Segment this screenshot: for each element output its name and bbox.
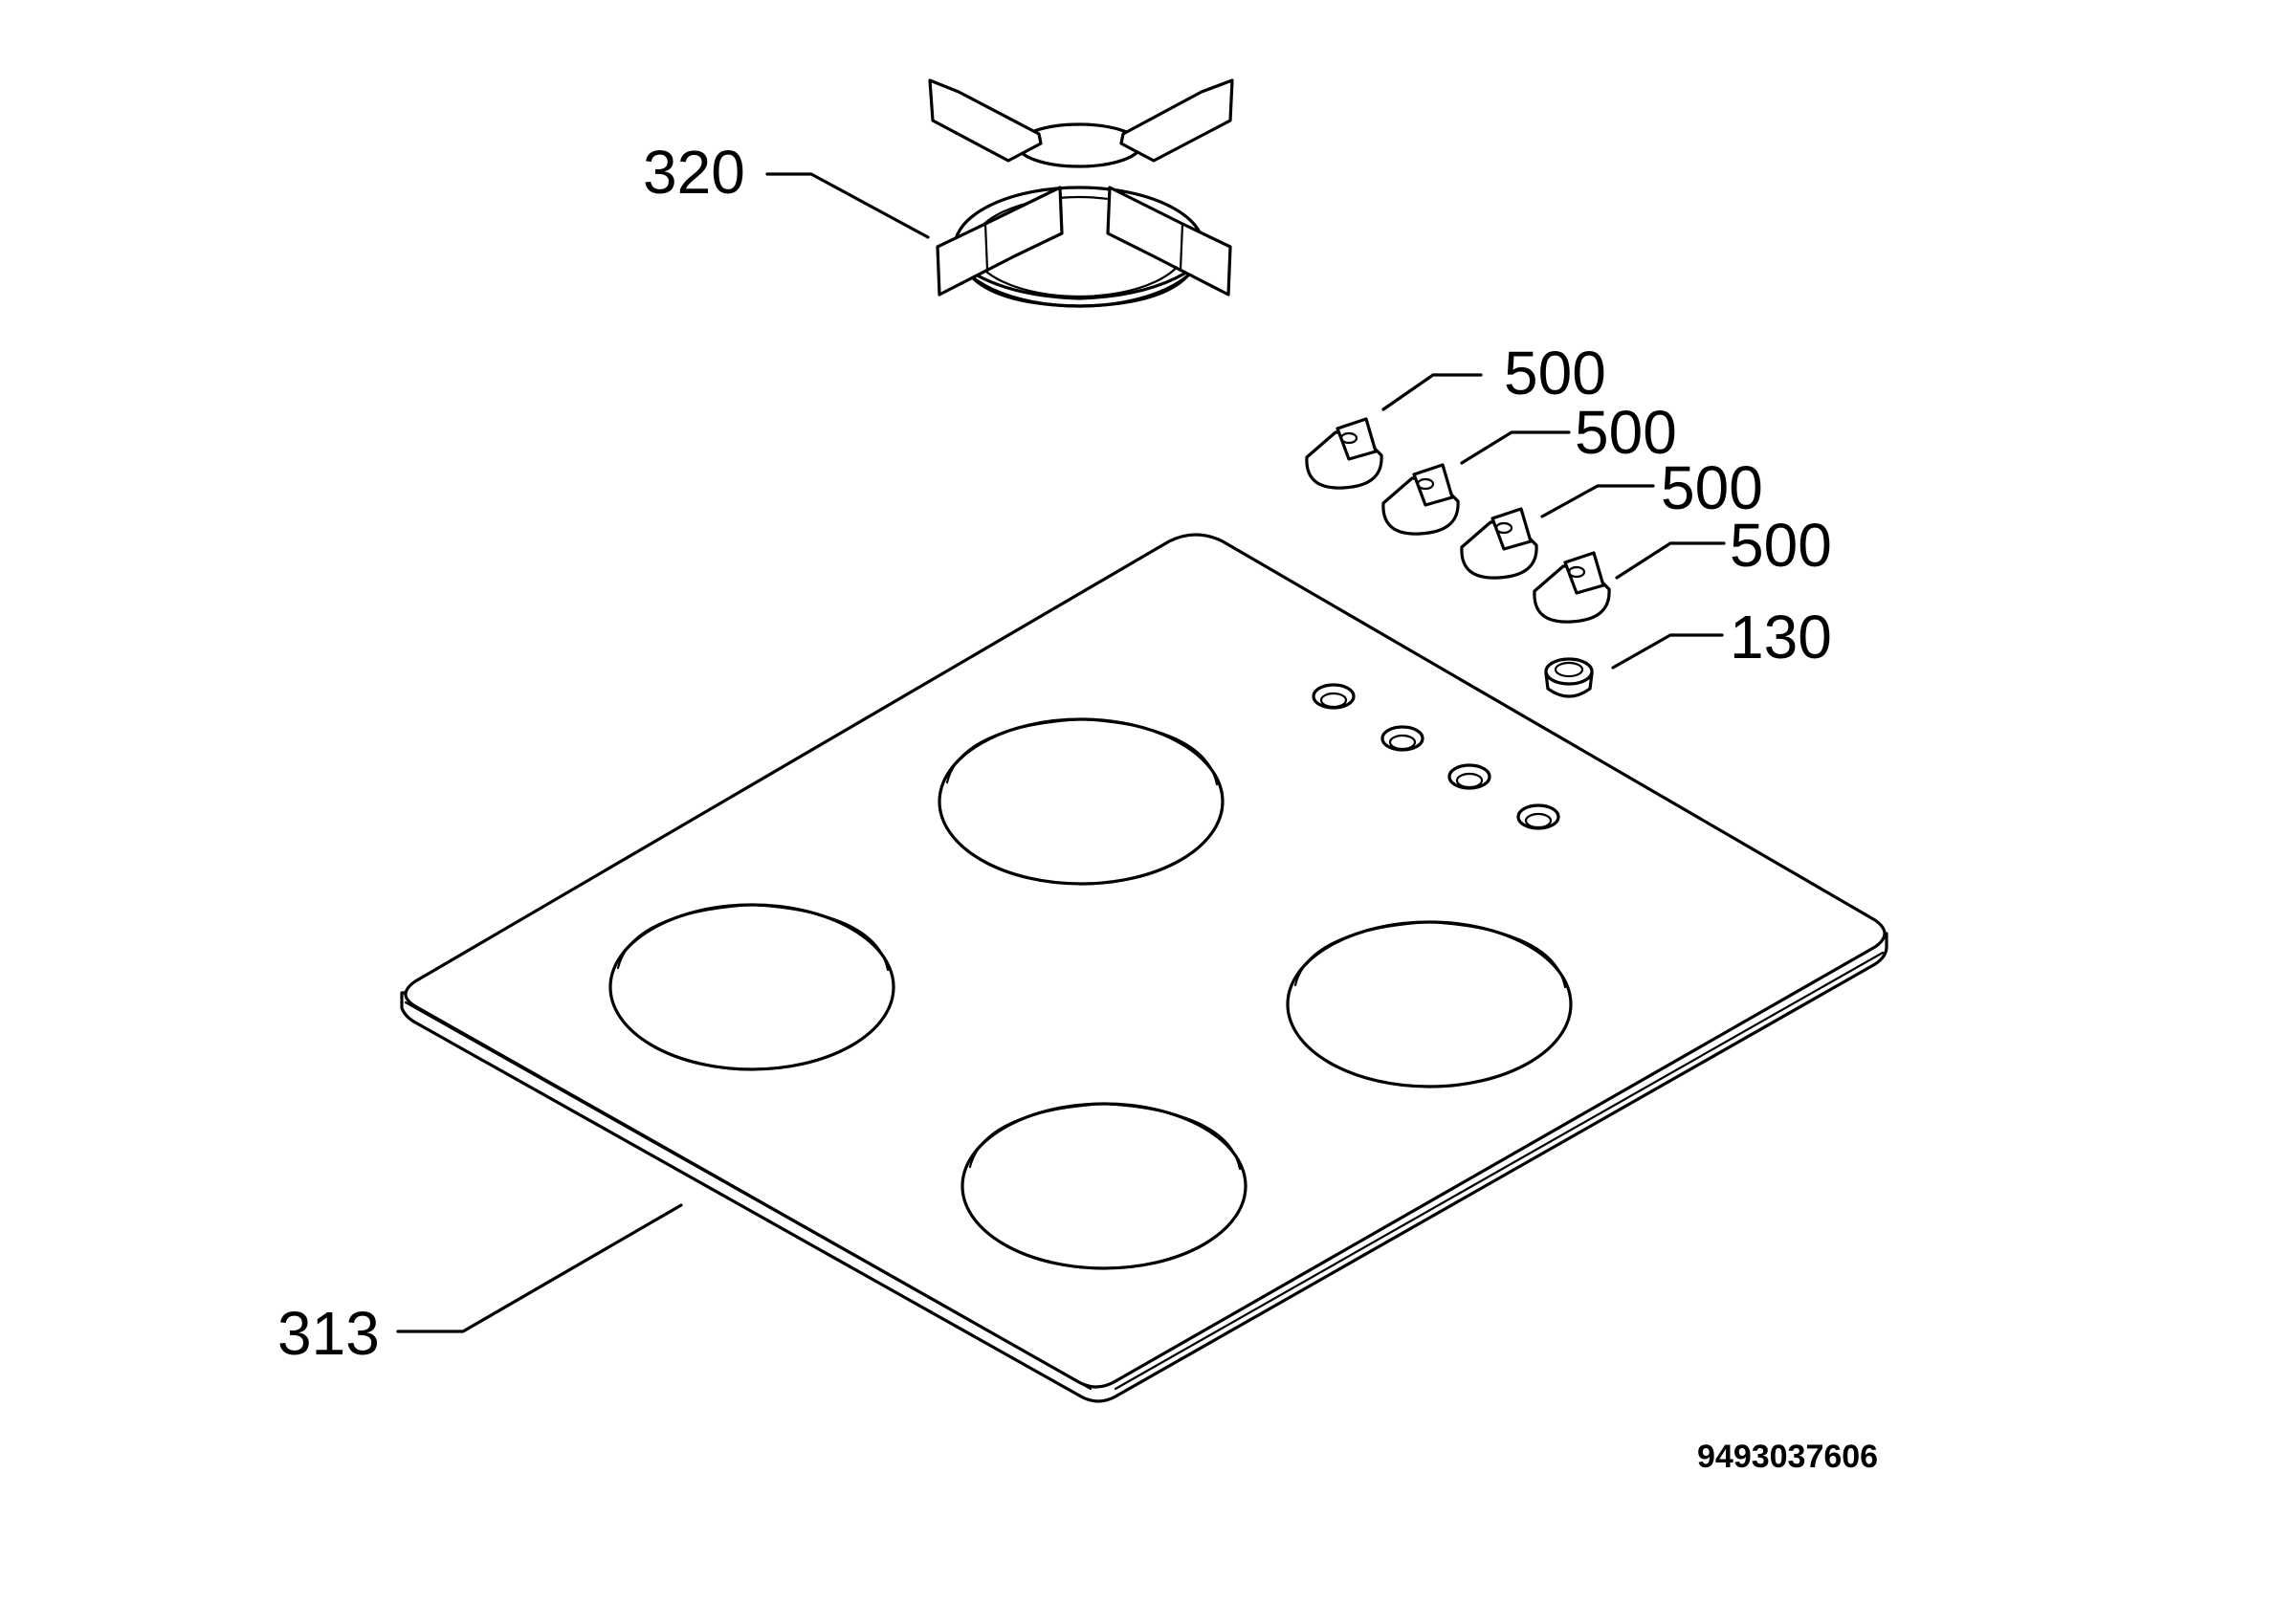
burner-cutout-back xyxy=(938,717,1225,886)
burner-cutout-front xyxy=(960,1102,1247,1270)
callout-313: 313 xyxy=(277,1299,380,1368)
burner-cutout-right xyxy=(1286,920,1573,1088)
knob-3-drawing xyxy=(1460,507,1538,580)
burner-cutout-left xyxy=(608,903,895,1071)
leader-lines xyxy=(396,172,1726,1333)
knob-4-drawing xyxy=(1533,551,1611,624)
callout-320: 320 xyxy=(643,138,745,207)
button-drawing xyxy=(1544,657,1594,698)
drawing-code: 9493037606 xyxy=(1697,1439,1878,1475)
hob-top-drawing xyxy=(400,533,1888,1403)
knob-2-drawing xyxy=(1381,463,1460,536)
callout-130: 130 xyxy=(1730,603,1832,671)
callout-500-knob-3: 500 xyxy=(1661,453,1763,522)
callout-500-knob-1: 500 xyxy=(1504,339,1606,407)
callout-500-knob-2: 500 xyxy=(1575,398,1677,467)
knob-holes xyxy=(1312,683,1560,830)
callout-500-knob-4: 500 xyxy=(1730,511,1832,580)
knob-1-drawing xyxy=(1305,417,1383,490)
pan-support-drawing xyxy=(928,78,1234,308)
